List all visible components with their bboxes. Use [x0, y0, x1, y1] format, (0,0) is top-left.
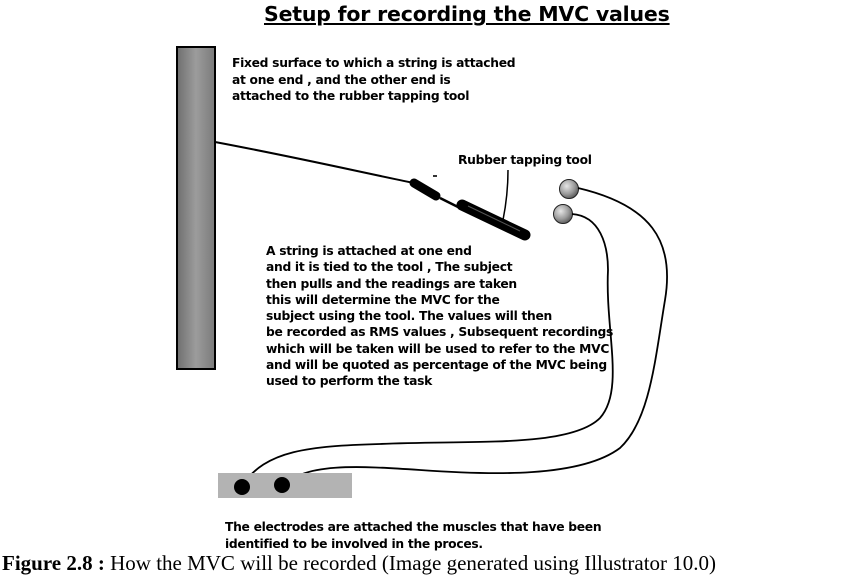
label-line: this will determine the MVC for the	[266, 292, 500, 307]
sensor-ball-lower	[553, 204, 573, 224]
label-line: at one end , and the other end is	[232, 72, 451, 87]
label-line: be recorded as RMS values , Subsequent r…	[266, 325, 614, 340]
label-line: A string is attached at one end	[266, 244, 472, 258]
electrodes-description: The electrodes are attached the muscles …	[225, 519, 602, 553]
label-line: used to perform the task	[266, 374, 432, 389]
label-line: then pulls and the readings are taken	[266, 276, 517, 291]
electrode-left	[234, 479, 250, 495]
label-line: and it is tied to the tool , The subject	[266, 260, 513, 275]
label-line: which will be taken will be used to refe…	[266, 341, 610, 356]
fixed-surface-label: Fixed surface to which a string is attac…	[232, 55, 516, 105]
figure-caption: Figure 2.8 : How the MVC will be recorde…	[2, 551, 716, 576]
caption-text: How the MVC will be recorded (Image gene…	[104, 551, 717, 575]
label-line: and will be quoted as percentage of the …	[266, 358, 607, 373]
label-line: Fixed surface to which a string is attac…	[232, 56, 516, 70]
sensor-ball-upper	[559, 179, 579, 199]
lead-wire-inner	[241, 213, 614, 487]
lead-wire-outer	[282, 187, 669, 489]
label-line: The electrodes are attached the muscles …	[225, 520, 602, 534]
rubber-tapping-tool	[409, 178, 531, 241]
label-line: attached to the rubber tapping tool	[232, 89, 470, 103]
label-line: identified to be involved in the proces.	[225, 537, 483, 551]
string	[214, 141, 415, 184]
string-description: A string is attached at one end and it i…	[266, 243, 613, 390]
tool-label-pointer	[502, 169, 509, 221]
fixed-surface	[176, 46, 216, 370]
label-line: subject using the tool. The values will …	[266, 309, 553, 324]
caption-label: Figure 2.8 :	[2, 551, 105, 575]
diagram-title: Setup for recording the MVC values	[264, 2, 670, 26]
electrode-right	[274, 477, 290, 493]
rubber-tool-label: Rubber tapping tool	[458, 153, 592, 167]
